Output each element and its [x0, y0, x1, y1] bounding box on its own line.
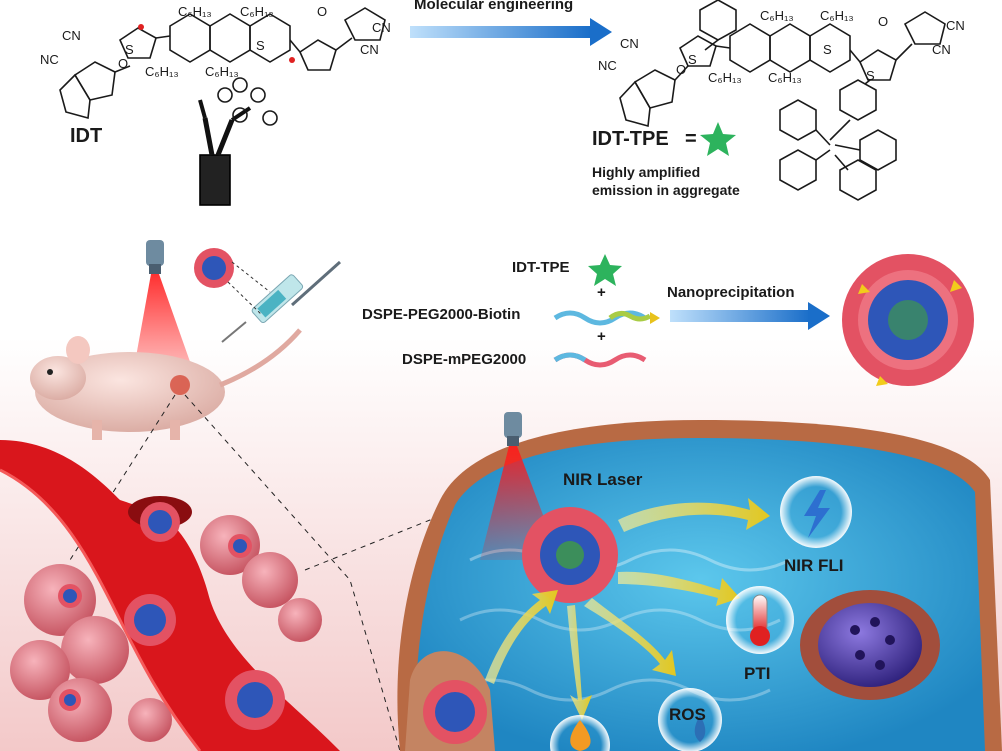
nir-laser-label: NIR Laser — [563, 470, 643, 489]
idt-tpe-molecule — [619, 0, 946, 201]
hexyl-label: C₆H₁₃ — [820, 8, 854, 23]
flame-icon — [570, 720, 591, 751]
cn-label: CN — [62, 28, 81, 43]
plus-sign: + — [597, 328, 606, 345]
nc-label: NC — [598, 58, 617, 73]
nir-fli-label: NIR FLI — [784, 556, 844, 575]
syringe — [221, 260, 342, 343]
emission-line-1: Highly amplified — [592, 164, 701, 180]
lightning-icon — [804, 490, 830, 538]
nanoprecipitation-label: Nanoprecipitation — [667, 284, 795, 301]
sulfur-label: S — [125, 42, 134, 57]
pti-label: PTI — [744, 664, 771, 683]
nc-label: NC — [40, 52, 59, 67]
heat-bubble — [550, 715, 610, 751]
ros-label: ROS — [669, 705, 706, 724]
hexyl-label: C₆H₁₃ — [178, 4, 212, 19]
ros-bubble — [658, 688, 722, 751]
hexyl-label: C₆H₁₃ — [708, 70, 742, 85]
cn-label: CN — [932, 42, 951, 57]
pti-bubble — [726, 586, 794, 654]
hexyl-label: C₆H₁₃ — [240, 4, 274, 19]
cn-label: CN — [360, 42, 379, 57]
idt-molecule — [59, 7, 386, 206]
molecular-engineering-label: Molecular engineering — [414, 0, 574, 13]
cell-nanoparticle — [522, 507, 618, 603]
effect-arrows — [485, 498, 770, 720]
idt-tpe-label: IDT-TPE — [592, 128, 669, 150]
oxygen-label: O — [317, 4, 328, 19]
idt-tpe-star-icon — [700, 122, 736, 156]
oxygen-label: O — [676, 62, 687, 77]
hexyl-label: C₆H₁₃ — [768, 70, 802, 85]
mouse — [30, 328, 302, 440]
equals-sign: = — [685, 128, 697, 150]
modification-site-right — [289, 57, 295, 63]
nir-fli-bubble — [780, 476, 852, 548]
sulfur-label: S — [256, 38, 265, 53]
cn-label: CN — [620, 36, 639, 51]
cn-label: CN — [946, 18, 965, 33]
hexyl-label: C₆H₁₃ — [760, 8, 794, 23]
dspe-mpeg-label: DSPE-mPEG2000 — [402, 351, 527, 368]
plus-sign: + — [597, 284, 606, 301]
oxygen-label: O — [118, 56, 129, 71]
vessel-nanoparticles — [58, 502, 285, 730]
droplet-icon — [694, 715, 706, 742]
cn-label: CN — [372, 20, 391, 35]
oxygen-label: O — [878, 14, 889, 29]
sulfur-label: S — [866, 68, 875, 83]
nanoprecipitation-arrow — [670, 302, 830, 330]
sulfur-label: S — [688, 52, 697, 67]
nanoparticle-large — [842, 254, 974, 386]
formulation-idt-tpe: IDT-TPE — [512, 259, 570, 276]
idt-label: IDT — [70, 125, 103, 147]
molecular-engineering-arrow — [410, 18, 612, 46]
dspe-peg-biotin-chain — [553, 310, 647, 326]
hexyl-label: C₆H₁₃ — [205, 64, 239, 79]
emission-line-2: emission in aggregate — [592, 182, 740, 198]
hexyl-label: C₆H₁₃ — [145, 64, 179, 79]
dspe-peg-biotin-label: DSPE-PEG2000-Biotin — [362, 306, 521, 323]
formulation-star-icon — [588, 254, 622, 286]
cell-nucleus — [800, 590, 940, 700]
modification-site-left — [138, 24, 144, 30]
sulfur-label: S — [823, 42, 832, 57]
